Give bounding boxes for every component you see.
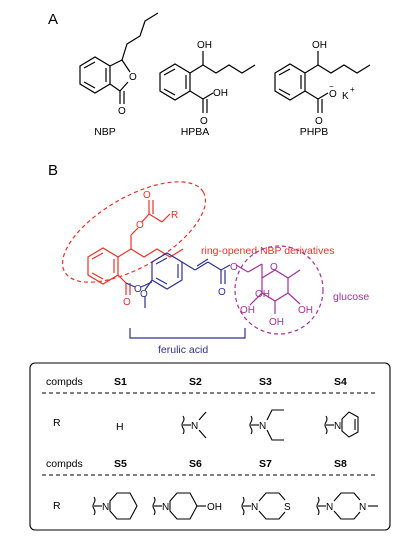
r-group-s3-diethylamino bbox=[249, 409, 284, 441]
phpb-charge-plus: + bbox=[350, 85, 355, 94]
r-group-s8-n2: N bbox=[359, 502, 366, 513]
table-compound-s4: S4 bbox=[334, 376, 347, 388]
r-group-s7-n: N bbox=[251, 502, 258, 513]
r-group-s5-n: N bbox=[102, 502, 109, 513]
b-r-group: R bbox=[171, 210, 178, 221]
r-group-s1-h: H bbox=[116, 421, 124, 433]
nbp-label: NBP bbox=[94, 126, 116, 138]
b-glycoside-o: O bbox=[230, 262, 238, 273]
panel-a-letter: A bbox=[48, 11, 58, 28]
nbp-ring-o: O bbox=[129, 72, 137, 83]
nbp-structure bbox=[79, 12, 159, 104]
b-ester-o2: O bbox=[136, 220, 144, 231]
phpb-charge-minus: − bbox=[329, 82, 334, 91]
glucose-region-label: glucose bbox=[333, 291, 369, 303]
table-compds-label-2: compds bbox=[46, 458, 83, 470]
nbp-region-label: ring-opened NBP derivatives bbox=[201, 245, 334, 257]
table-r-label-1: R bbox=[53, 417, 61, 429]
phpb-coo-o: O bbox=[315, 116, 323, 127]
r-group-s7-s: S bbox=[284, 502, 291, 513]
table-compound-s3: S3 bbox=[259, 376, 272, 388]
r-group-s4-n: N bbox=[334, 421, 341, 432]
nbp-fragment bbox=[61, 181, 207, 295]
table-compound-s1: S1 bbox=[114, 376, 127, 388]
table-compound-s5: S5 bbox=[114, 458, 127, 470]
ferulic-region-label: ferulic acid bbox=[158, 344, 208, 356]
b-ester-o1: O bbox=[143, 190, 151, 201]
phpb-counterion: K bbox=[342, 91, 349, 102]
r-group-s3-n: N bbox=[259, 421, 266, 432]
phpb-structure bbox=[274, 51, 371, 113]
glucose-fragment bbox=[234, 245, 324, 335]
phpb-oh: OH bbox=[312, 40, 327, 51]
b-glucose-oh4: OH bbox=[298, 305, 313, 316]
b-glucose-oh3: OH bbox=[269, 317, 284, 328]
hpba-structure bbox=[159, 51, 256, 113]
hpba-oh: OH bbox=[197, 40, 212, 51]
b-ferulate-o: O bbox=[134, 284, 142, 295]
r-group-s2-n: N bbox=[191, 421, 198, 432]
table-compound-s7: S7 bbox=[259, 458, 272, 470]
r-group-s6-n: N bbox=[162, 502, 169, 513]
compound-table-frame bbox=[29, 362, 391, 531]
b-ester-o3: O bbox=[123, 297, 131, 308]
hpba-cooh-oh: OH bbox=[213, 88, 228, 99]
table-r-label-2: R bbox=[53, 500, 61, 512]
b-glucose-oh1: OH bbox=[255, 289, 270, 300]
ferulic-fragment bbox=[125, 252, 246, 339]
b-glucose-oh2: OH bbox=[240, 305, 255, 316]
b-methoxy-o: O bbox=[140, 289, 148, 300]
r-group-s5-piperidine bbox=[92, 492, 138, 520]
table-compds-label-1: compds bbox=[46, 376, 83, 388]
r-group-s8-methylpiperazine bbox=[316, 492, 378, 520]
b-ferulate-o2: O bbox=[218, 287, 226, 298]
r-group-s7-thiomorpholine bbox=[241, 492, 286, 520]
hpba-cooh-o: O bbox=[200, 116, 208, 127]
r-group-s2-dimethylamino bbox=[181, 411, 207, 439]
r-group-s8-n1: N bbox=[326, 502, 333, 513]
table-compound-s2: S2 bbox=[189, 376, 202, 388]
b-glucose-ring-o: O bbox=[270, 262, 278, 273]
r-group-s6-oh: OH bbox=[207, 502, 222, 513]
table-compound-s8: S8 bbox=[334, 458, 347, 470]
phpb-label: PHPB bbox=[300, 126, 329, 138]
hpba-label: HPBA bbox=[181, 126, 210, 138]
panel-b-letter: B bbox=[48, 162, 58, 179]
table-compound-s6: S6 bbox=[189, 458, 202, 470]
phpb-coo-minus-o: O bbox=[329, 89, 337, 100]
nbp-keto-o: O bbox=[118, 106, 126, 117]
r-group-s6-hydroxypiperidine bbox=[152, 492, 206, 520]
r-group-s4-pyrroline bbox=[324, 411, 359, 438]
